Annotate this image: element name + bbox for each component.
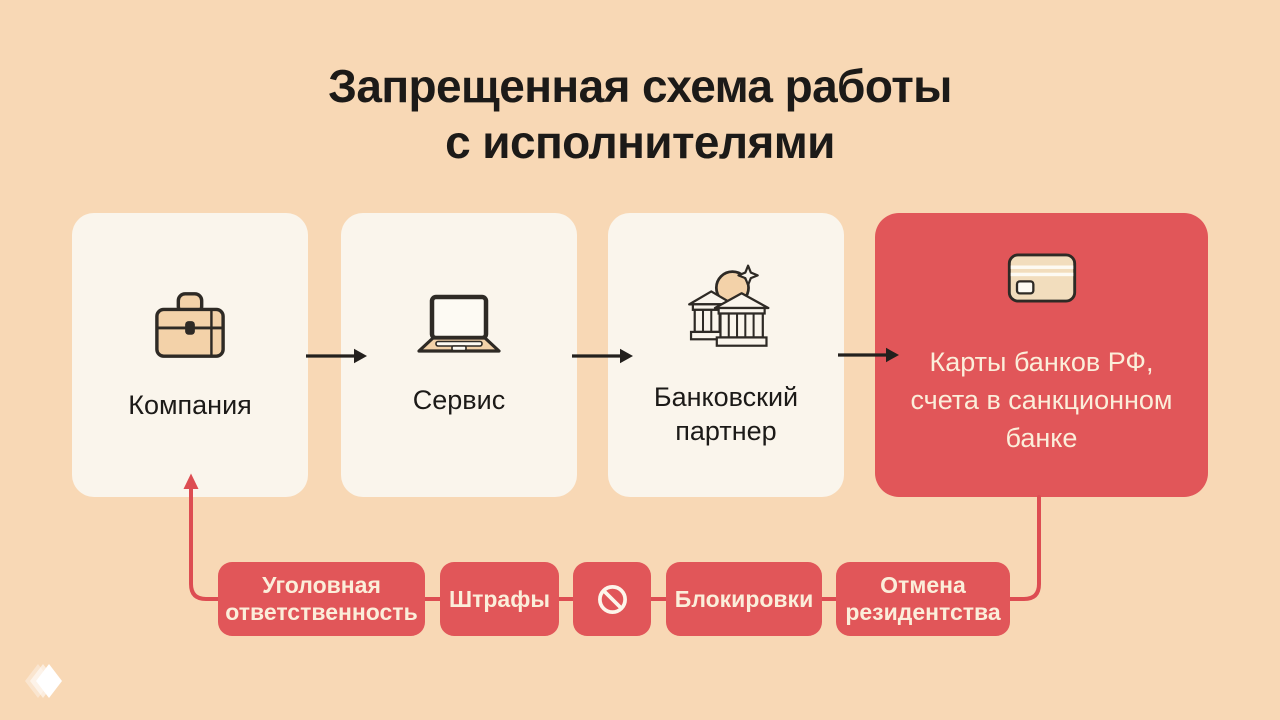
card-label-line: партнер [675, 416, 777, 446]
badge-label-line: ответственность [225, 599, 418, 625]
briefcase-icon [155, 292, 225, 358]
badge-label: Штрафы [449, 585, 550, 612]
consequence-badge-blocks: Блокировки [666, 562, 822, 636]
credit-card-icon [1007, 253, 1076, 303]
laptop-icon [417, 294, 501, 353]
badge-label-line: Уголовная [262, 572, 381, 598]
title-line-1: Запрещенная схема работы [328, 60, 952, 112]
badge-label-line: Отмена [880, 572, 966, 598]
title-line-2: с исполнителями [445, 116, 835, 168]
card-label-line: Карты банков РФ, [929, 347, 1154, 377]
card-label: Сервис [412, 385, 506, 415]
consequence-badge-prohibited [573, 562, 651, 636]
consequence-badge-residency-cancel: Отмена резидентства [836, 562, 1010, 636]
page-title: Запрещенная схема работы с исполнителями [0, 58, 1280, 170]
card-label-line: банке [1005, 423, 1078, 453]
card-label-line: счета в санкционном [910, 385, 1173, 415]
card-label: Карты банков РФ, счета в санкционном бан… [910, 343, 1172, 457]
flow-card-service: Сервис [341, 213, 577, 497]
flow-card-bank-partner: Банковский партнер [608, 213, 844, 497]
card-label: Банковский партнер [654, 380, 798, 448]
card-to-badges-connector [1008, 495, 1041, 601]
badge-label-line: резидентства [845, 599, 1001, 625]
flow-card-company: Компания [72, 213, 308, 497]
consequence-badge-criminal-liability: Уголовная ответственность [218, 562, 425, 636]
consequence-badge-fines: Штрафы [440, 562, 559, 636]
card-label: Компания [128, 390, 252, 420]
card-label-line: Банковский [653, 382, 799, 412]
flow-card-rf-bank-cards: Карты банков РФ, счета в санкционном бан… [875, 213, 1208, 497]
badge-label: Блокировки [674, 585, 814, 612]
bank-icon [688, 264, 770, 347]
prohibition-icon [597, 584, 627, 614]
brand-diamond-logo [25, 664, 62, 698]
